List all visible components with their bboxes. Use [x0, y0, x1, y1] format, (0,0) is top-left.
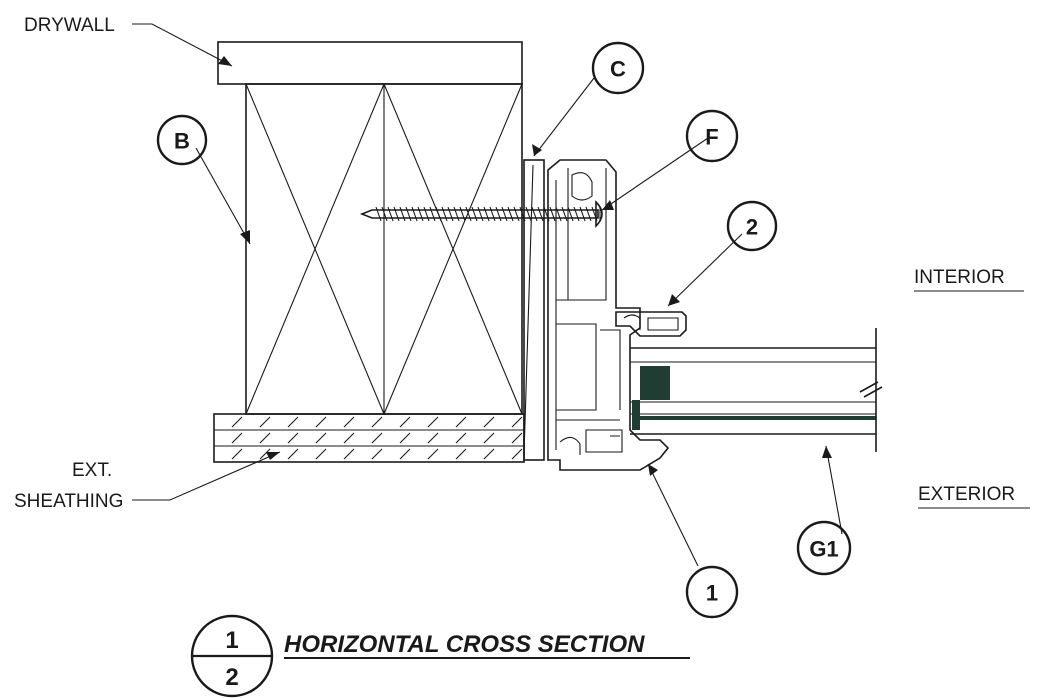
drywall-board — [217, 41, 523, 85]
label-exterior: EXTERIOR — [918, 484, 1015, 505]
setting-block — [632, 400, 640, 430]
callout-2-text: 2 — [746, 215, 758, 240]
callout-f-text: F — [705, 125, 718, 150]
label-ext-line1: EXT. — [72, 460, 112, 481]
wood-stud — [245, 83, 523, 415]
leader-arrowheads — [218, 56, 832, 476]
callout-b-text: B — [174, 129, 190, 154]
callout-b: B — [156, 114, 208, 166]
callout-g1: G1 — [796, 520, 852, 576]
drawing-title: HORIZONTAL CROSS SECTION — [284, 631, 645, 658]
shim-strip — [523, 159, 545, 461]
glass-low-e-film — [636, 416, 876, 420]
glass-unit — [630, 328, 883, 452]
fastener-screw — [359, 200, 603, 228]
callout-1-text: 1 — [706, 581, 718, 606]
callout-c: C — [591, 41, 645, 95]
callout-1: 1 — [685, 565, 739, 619]
label-ext-line2: SHEATHING — [14, 491, 123, 512]
callout-2: 2 — [726, 200, 778, 252]
window-frame-extrusion — [547, 159, 670, 471]
glazing-spacer — [640, 366, 670, 400]
section-reference: 1 2 — [190, 614, 274, 698]
callout-c-text: C — [610, 57, 626, 82]
section-denominator: 2 — [225, 664, 238, 691]
label-drywall: DRYWALL — [24, 15, 115, 36]
glazing-bead — [615, 311, 687, 337]
section-numerator: 1 — [225, 627, 238, 654]
leader-lines — [132, 23, 843, 567]
exterior-sheathing — [213, 413, 525, 463]
label-interior: INTERIOR — [914, 267, 1005, 288]
callout-g1-text: G1 — [809, 537, 838, 562]
callout-f: F — [685, 109, 739, 163]
